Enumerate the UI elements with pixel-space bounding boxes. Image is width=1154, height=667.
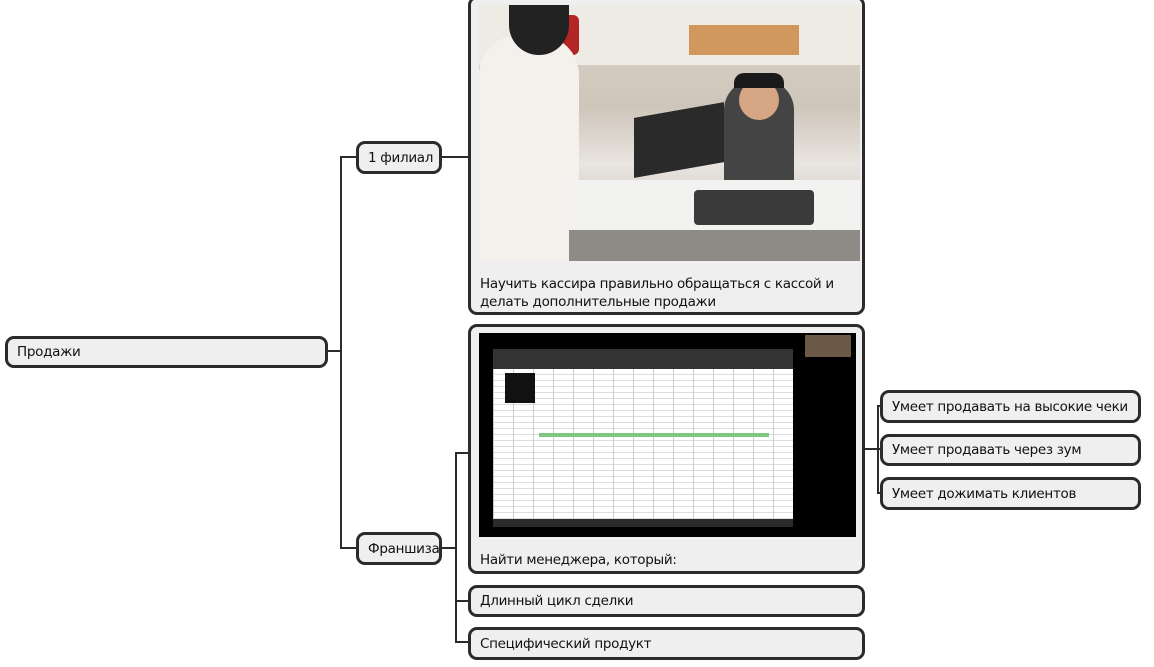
spreadsheet-screenshot [479,333,856,537]
node-label: Умеет дожимать клиентов [892,485,1077,502]
branch-node-franchise[interactable]: Франшиза [356,532,442,565]
connector [877,405,882,407]
connector [864,448,879,450]
node-specific-product[interactable]: Специфический продукт [468,627,865,660]
connector [441,156,469,158]
node-label: Франшиза [368,540,440,557]
node-label: Длинный цикл сделки [480,593,634,609]
node-label: 1 филиал [368,149,434,166]
node-label: Специфический продукт [480,635,652,652]
card-caption: Найти менеджера, который: [480,552,677,568]
connector [455,600,469,602]
node-sell-high-checks[interactable]: Умеет продавать на высокие чеки [880,390,1141,423]
root-node-sales[interactable]: Продажи [5,336,328,368]
node-close-clients[interactable]: Умеет дожимать клиентов [880,477,1141,510]
connector [877,448,882,450]
card-find-manager[interactable]: Найти менеджера, который: [468,324,865,574]
connector [441,547,456,549]
connector [340,547,357,549]
connector [340,156,357,158]
connector [455,452,469,454]
connector [877,492,882,494]
connector [455,452,457,642]
node-sell-via-zoom[interactable]: Умеет продавать через зум [880,434,1141,466]
connector [327,350,342,352]
node-long-deal-cycle[interactable]: Длинный цикл сделки [468,585,865,617]
card-cashier-training[interactable]: Научить кассира правильно обращаться с к… [468,0,865,315]
cashier-photo [479,5,860,261]
card-caption: Научить кассира правильно обращаться с к… [480,276,834,310]
node-label: Умеет продавать на высокие чеки [892,398,1128,415]
branch-node-one-branch[interactable]: 1 филиал [356,141,442,174]
connector [340,157,342,549]
node-label: Продажи [17,344,81,360]
node-label: Умеет продавать через зум [892,442,1082,458]
connector [455,641,469,643]
